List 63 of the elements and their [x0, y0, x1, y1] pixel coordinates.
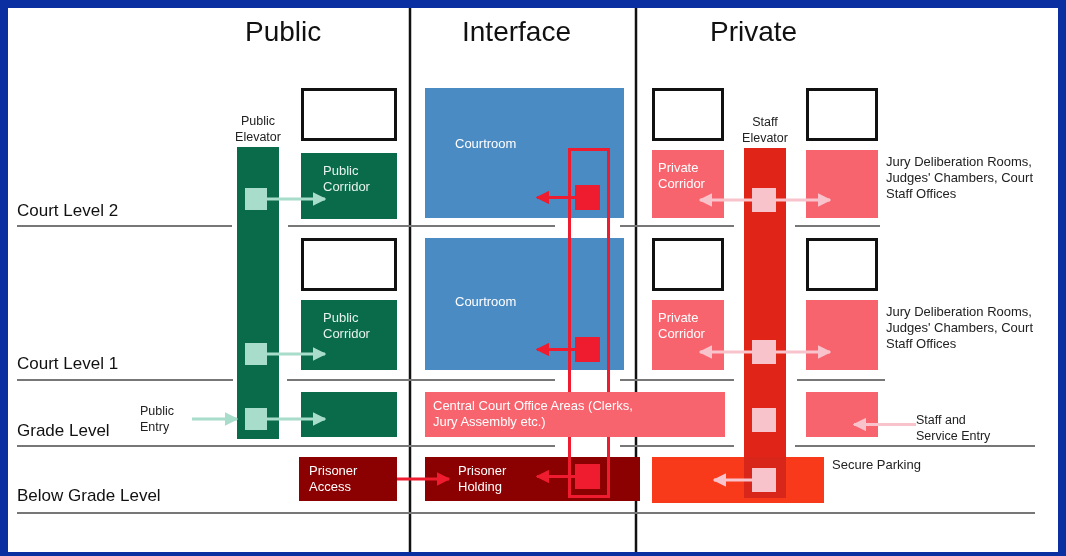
room-label: Prisoner Access: [309, 463, 359, 495]
arrow: [776, 193, 832, 207]
room-label: Courtroom: [455, 136, 518, 152]
elevator-stop: [752, 408, 776, 432]
level-label: Grade Level: [17, 421, 110, 441]
room-label: Private Corridor: [658, 310, 706, 342]
elevator-stop: [752, 468, 776, 492]
empty-room-box: [301, 88, 397, 141]
elevator-label: Public Elevator: [234, 113, 282, 145]
elevator-stop: [245, 408, 267, 430]
elevator-label: Staff Elevator: [741, 114, 789, 146]
arrow: [267, 347, 327, 361]
arrow: [267, 412, 327, 426]
arrow: [267, 192, 327, 206]
office-area-band: [425, 392, 725, 437]
empty-room-box: [806, 88, 878, 141]
arrow: [192, 412, 239, 426]
arrow: [535, 469, 575, 484]
room-block: [806, 392, 878, 437]
empty-room-box: [652, 238, 724, 291]
empty-room-box: [652, 88, 724, 141]
elevator-stop: [752, 340, 776, 364]
level-label: Court Level 1: [17, 354, 119, 374]
room-label: Private Corridor: [658, 160, 706, 192]
arrow: [852, 417, 916, 432]
corridor-box: [301, 153, 397, 219]
empty-room-box: [806, 238, 878, 291]
elevator-stop: [752, 188, 776, 212]
column-heading: Private: [710, 16, 798, 48]
elevator-stop: [575, 464, 600, 489]
arrow: [535, 342, 575, 357]
entry-label: Staff and Service Entry: [916, 412, 1008, 446]
entry-label: Public Entry: [140, 403, 192, 435]
room-description: Secure Parking: [832, 457, 922, 473]
room-label: Public Corridor: [323, 310, 371, 342]
elevator-stop: [575, 185, 600, 210]
room-label: Public Corridor: [323, 163, 371, 195]
column-heading: Interface: [462, 16, 571, 48]
arrow: [712, 473, 752, 487]
room-label: Central Court Office Areas (Clerks, Jury Assembly etc.): [433, 398, 633, 430]
corridor-box: [301, 392, 397, 437]
elevator-stop: [575, 337, 600, 362]
corridor-box: [652, 150, 724, 218]
column-heading: Public: [245, 16, 322, 48]
level-label: Court Level 2: [17, 201, 119, 221]
arrow: [776, 345, 832, 359]
arrow: [535, 190, 575, 205]
room-description: Jury Deliberation Rooms, Judges' Chambers, Court Staff Offices: [886, 304, 1034, 352]
level-label: Below Grade Level: [17, 486, 161, 506]
room-label: Courtroom: [455, 294, 518, 310]
courtroom-box: [425, 238, 624, 370]
elevator-stop: [245, 343, 267, 365]
prisoner-access-box: [299, 457, 397, 501]
room-description: Jury Deliberation Rooms, Judges' Chambers, Court Staff Offices: [886, 154, 1034, 202]
arrow: [698, 193, 752, 207]
arrow: [397, 472, 451, 486]
arrow: [698, 345, 752, 359]
corridor-box: [301, 300, 397, 370]
empty-room-box: [301, 238, 397, 291]
elevator-stop: [245, 188, 267, 210]
courtroom-box: [425, 88, 624, 218]
room-label: Prisoner Holding: [458, 463, 508, 495]
corridor-box: [652, 300, 724, 370]
